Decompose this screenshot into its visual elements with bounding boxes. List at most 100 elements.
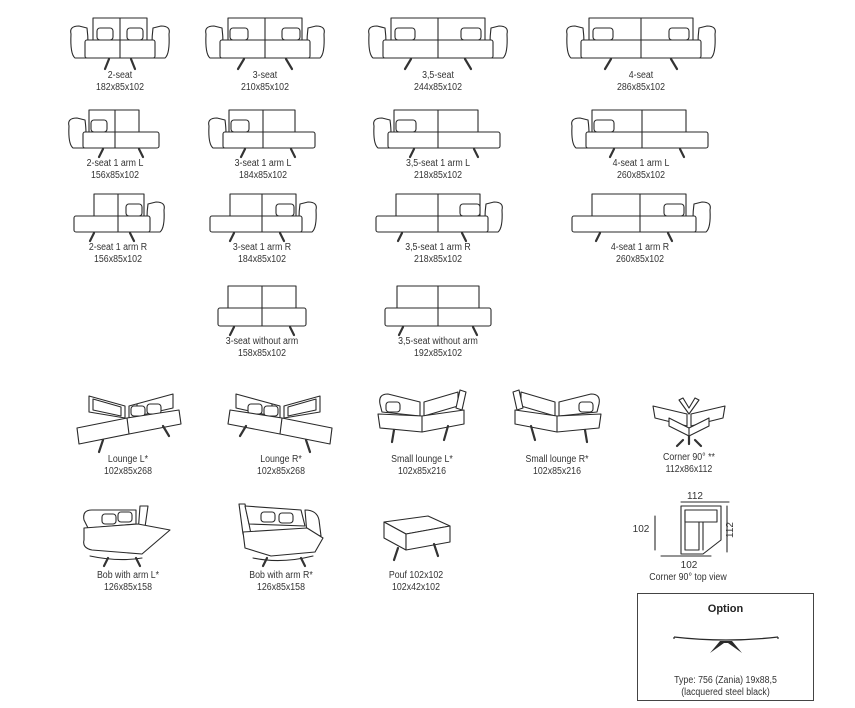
small-lounge-r-name: Small lounge R* xyxy=(525,454,589,465)
corner-90: Corner 90° ** 112x86x112 xyxy=(604,392,774,476)
bottom-dimension: 102 xyxy=(681,560,698,571)
bob-with-arm-r-dims: 126x85x158 xyxy=(257,582,305,593)
pouf: Pouf 102x102 102x42x102 xyxy=(331,508,501,594)
lounge-l: Lounge L* 102x85x268 xyxy=(43,388,213,478)
sofa-3-5-seat-without-arm-name: 3,5-seat without arm xyxy=(398,336,478,347)
sofa-3-5-seat-drawing xyxy=(368,17,508,71)
sofa-3-seat-without-arm-name: 3-seat without arm xyxy=(225,336,299,347)
option-base-drawing xyxy=(672,636,779,653)
option-finish-line: (lacquered steel black) xyxy=(681,687,770,698)
bob-with-arm-l-name: Bob with arm L* xyxy=(96,570,160,581)
sofa-3-seat-without-arm-dims: 158x85x102 xyxy=(238,348,286,359)
corner-90-dims: 112x86x112 xyxy=(665,464,713,475)
option-type-line: Type: 756 (Zania) 19x88,5 xyxy=(674,675,777,686)
sofa-3-5-seat-1-arm-r-drawing xyxy=(375,193,503,243)
sofa-2-seat: 2-seat 182x85x102 xyxy=(35,14,205,94)
bob-with-arm-l-drawing xyxy=(83,505,171,568)
small-lounge-l-name: Small lounge L* xyxy=(391,454,453,465)
sofa-3-seat: 3-seat 210x85x102 xyxy=(180,14,350,94)
sofa-4-seat-dims: 286x85x102 xyxy=(617,82,665,93)
sofa-2-seat-dims: 182x85x102 xyxy=(96,82,144,93)
bob-with-arm-l-dims: 126x85x158 xyxy=(104,582,152,593)
sofa-4-seat-1-arm-r-drawing xyxy=(571,193,711,243)
top-dimension: 112 xyxy=(687,491,703,502)
corner-90-drawing xyxy=(652,397,726,448)
sofa-3-seat-without-arm-drawing xyxy=(217,285,307,337)
sofa-3-5-seat-without-arm: 3,5-seat without arm 192x85x102 xyxy=(353,282,523,360)
sofa-3-5-seat-1-arm-l-drawing xyxy=(373,109,501,159)
sofa-2-seat-1-arm-l-dims: 156x85x102 xyxy=(91,170,139,181)
sofa-3-seat-name: 3-seat xyxy=(252,70,278,81)
pouf-name: Pouf 102x102 xyxy=(388,570,444,581)
sofa-3-seat-1-arm-l-dims: 184x85x102 xyxy=(239,170,287,181)
sofa-3-5-seat-without-arm-dims: 192x85x102 xyxy=(414,348,462,359)
sofa-3-seat-without-arm: 3-seat without arm 158x85x102 xyxy=(177,282,347,360)
sofa-4-seat: 4-seat 286x85x102 xyxy=(556,14,726,94)
sofa-3-seat-1-arm-l-name: 3-seat 1 arm L xyxy=(234,158,292,169)
sofa-4-seat-1-arm-l-drawing xyxy=(571,109,709,159)
sofa-3-seat-1-arm-r-dims: 184x85x102 xyxy=(238,254,286,265)
sofa-3-5-seat: 3,5-seat 244x85x102 xyxy=(353,14,523,94)
sofa-3-seat-dims: 210x85x102 xyxy=(241,82,289,93)
sofa-3-5-seat-dims: 244x85x102 xyxy=(414,82,462,93)
sofa-2-seat-drawing xyxy=(70,17,170,71)
sofa-2-seat-1-arm-r-drawing xyxy=(73,193,165,243)
sofa-3-5-seat-1-arm-r: 3,5-seat 1 arm R 218x85x102 xyxy=(353,188,523,266)
bob-with-arm-r-drawing xyxy=(238,503,324,568)
lounge-l-drawing xyxy=(76,393,182,454)
lounge-l-dims: 102x85x268 xyxy=(104,466,152,477)
sofa-3-5-seat-1-arm-l-dims: 218x85x102 xyxy=(414,170,462,181)
sofa-3-seat-drawing xyxy=(205,17,325,71)
sofa-3-seat-1-arm-r: 3-seat 1 arm R 184x85x102 xyxy=(177,188,347,266)
right-dimension: 112 xyxy=(725,522,736,538)
sofa-2-seat-1-arm-r: 2-seat 1 arm R 156x85x102 xyxy=(33,188,203,266)
sofa-4-seat-drawing xyxy=(566,17,716,71)
bob-with-arm-r: Bob with arm R* 126x85x158 xyxy=(196,500,366,594)
bob-with-arm-l: Bob with arm L* 126x85x158 xyxy=(43,500,213,594)
lounge-r-dims: 102x85x268 xyxy=(257,466,305,477)
sofa-3-5-seat-1-arm-l: 3,5-seat 1 arm L 218x85x102 xyxy=(353,104,523,182)
corner-90-top-view-drawing: 112 102 112 102 xyxy=(633,491,736,571)
pouf-drawing xyxy=(383,515,451,562)
sofa-4-seat-1-arm-l-name: 4-seat 1 arm L xyxy=(612,158,670,169)
sofa-4-seat-name: 4-seat xyxy=(628,70,654,81)
sofa-3-5-seat-name: 3,5-seat xyxy=(422,70,454,81)
sofa-2-seat-1-arm-r-name: 2-seat 1 arm R xyxy=(88,242,148,253)
sofa-3-5-seat-1-arm-l-name: 3,5-seat 1 arm L xyxy=(405,158,471,169)
small-lounge-r-dims: 102x85x216 xyxy=(533,466,581,477)
sofa-2-seat-1-arm-r-dims: 156x85x102 xyxy=(94,254,142,265)
lounge-r: Lounge R* 102x85x268 xyxy=(196,388,366,478)
corner-90-name: Corner 90° ** xyxy=(663,452,715,463)
corner-90-top-view: 112 102 112 102 Corner 90° top view xyxy=(613,488,763,584)
sofa-2-seat-1-arm-l: 2-seat 1 arm L 156x85x102 xyxy=(30,104,200,182)
option-box: Option Type: 756 (Zania) 19x88,5 (lacque… xyxy=(637,593,814,701)
sofa-2-seat-1-arm-l-name: 2-seat 1 arm L xyxy=(86,158,144,169)
bob-with-arm-r-name: Bob with arm R* xyxy=(249,570,313,581)
sofa-3-5-seat-1-arm-r-dims: 218x85x102 xyxy=(414,254,462,265)
sofa-3-5-seat-without-arm-drawing xyxy=(384,285,492,337)
sofa-2-seat-name: 2-seat xyxy=(107,70,133,81)
sofa-3-5-seat-1-arm-r-name: 3,5-seat 1 arm R xyxy=(405,242,471,253)
sofa-4-seat-1-arm-r-dims: 260x85x102 xyxy=(616,254,664,265)
left-dimension: 102 xyxy=(633,524,650,535)
small-lounge-l: Small lounge L* 102x85x216 xyxy=(337,388,507,478)
corner-90-top-view-caption: Corner 90° top view xyxy=(649,572,727,583)
sofa-3-seat-1-arm-r-name: 3-seat 1 arm R xyxy=(232,242,292,253)
sofa-4-seat-1-arm-r-name: 4-seat 1 arm R xyxy=(610,242,670,253)
sofa-4-seat-1-arm-r: 4-seat 1 arm R 260x85x102 xyxy=(555,188,725,266)
pouf-dims: 102x42x102 xyxy=(392,582,440,593)
lounge-r-drawing xyxy=(227,393,333,454)
sofa-2-seat-1-arm-l-drawing xyxy=(68,109,160,159)
small-lounge-l-dims: 102x85x216 xyxy=(398,466,446,477)
lounge-r-name: Lounge R* xyxy=(260,454,302,465)
small-lounge-r: Small lounge R* 102x85x216 xyxy=(472,388,642,478)
option-title: Option xyxy=(707,603,744,615)
sofa-4-seat-1-arm-l: 4-seat 1 arm L 260x85x102 xyxy=(556,104,726,182)
sofa-3-seat-1-arm-l-drawing xyxy=(208,109,316,159)
sofa-4-seat-1-arm-l-dims: 260x85x102 xyxy=(617,170,665,181)
lounge-l-name: Lounge L* xyxy=(107,454,149,465)
sofa-3-seat-1-arm-r-drawing xyxy=(209,193,317,243)
small-lounge-l-drawing xyxy=(377,389,467,444)
sofa-3-seat-1-arm-l: 3-seat 1 arm L 184x85x102 xyxy=(178,104,348,182)
small-lounge-r-drawing xyxy=(512,389,602,444)
